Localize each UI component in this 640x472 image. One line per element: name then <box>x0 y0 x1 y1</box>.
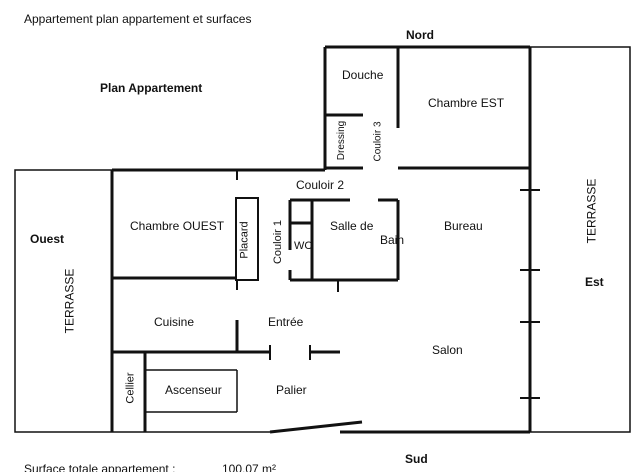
surface-value: 100,07 m² <box>222 462 277 472</box>
room-cuisine: Cuisine <box>154 315 195 329</box>
room-entree: Entrée <box>268 315 304 329</box>
room-bain: Bain <box>380 233 405 247</box>
label-south: Sud <box>405 452 428 466</box>
main-walls <box>110 45 532 434</box>
room-ascenseur: Ascenseur <box>165 383 222 397</box>
room-couloir-3: Couloir 3 <box>372 121 384 162</box>
label-north: Nord <box>406 28 434 42</box>
room-salon: Salon <box>432 343 463 357</box>
room-dressing: Dressing <box>336 120 348 161</box>
label-east: Est <box>585 275 604 289</box>
room-chambre-ouest: Chambre OUEST <box>130 219 225 233</box>
room-douche: Douche <box>342 68 384 82</box>
room-palier: Palier <box>276 383 307 397</box>
door-marks <box>236 170 540 399</box>
room-chambre-est: Chambre EST <box>428 96 505 110</box>
plan-subtitle: Plan Appartement <box>100 81 203 95</box>
room-cellier: Cellier <box>124 372 137 404</box>
room-bureau: Bureau <box>444 219 483 233</box>
page-title: Appartement plan appartement et surfaces <box>24 12 252 26</box>
label-west: Ouest <box>30 232 65 246</box>
surface-label: Surface totale appartement : <box>24 462 176 472</box>
room-couloir-2: Couloir 2 <box>296 178 345 192</box>
terrace-outlines <box>14 46 631 433</box>
room-wc: WC <box>294 240 313 252</box>
terrace-west: TERRASSE <box>62 268 77 334</box>
room-salle-de: Salle de <box>330 219 374 233</box>
terrace-east: TERRASSE <box>584 178 599 244</box>
room-couloir-1: Couloir 1 <box>272 219 285 265</box>
room-placard: Placard <box>238 221 251 259</box>
